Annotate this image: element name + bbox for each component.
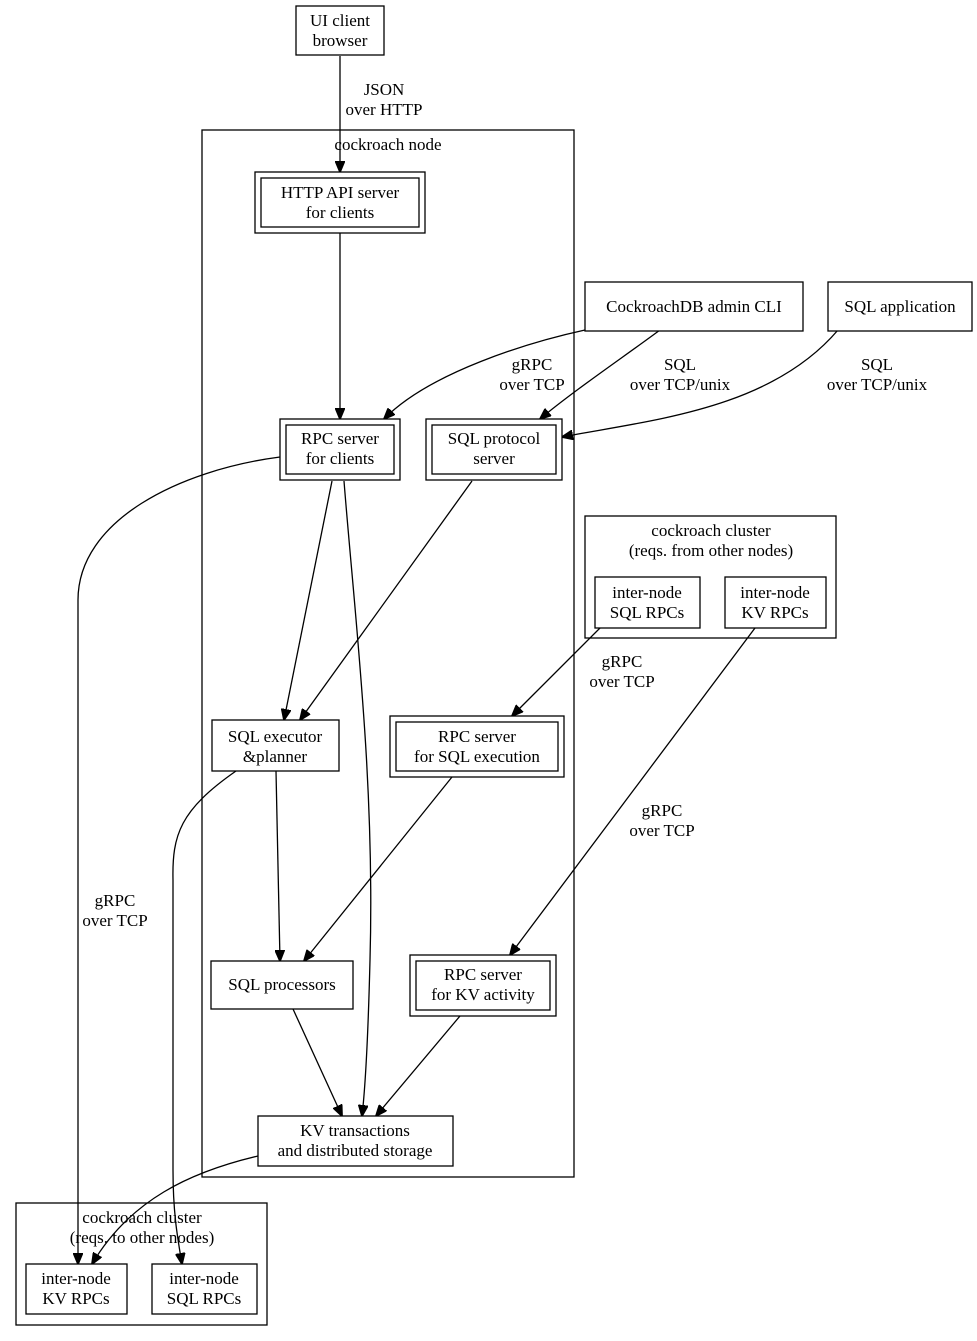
edge-rpc-clients-to-kv xyxy=(343,480,372,1116)
node-sql-application: SQL application xyxy=(827,281,973,332)
node-sql-application-label: SQL application xyxy=(844,297,956,316)
edge-cli-to-sql-protocol xyxy=(540,329,661,419)
cluster-cockroach-node-title: cockroach node xyxy=(334,135,441,154)
edge-rpc-sql-exec-to-processors xyxy=(304,776,453,961)
cluster-incoming-title: cockroach cluster(reqs. from other nodes… xyxy=(629,521,793,560)
node-sql-processors-label: SQL processors xyxy=(228,975,336,994)
edge-in-sql-to-rpc-sql-exec xyxy=(512,627,601,716)
edge-rpc-kv-to-kv xyxy=(376,1015,461,1116)
cluster-incoming-requests: cockroach cluster(reqs. from other nodes… xyxy=(584,515,837,639)
edge-kv-to-out-kv xyxy=(92,1155,259,1264)
cluster-cockroach-node: cockroach node xyxy=(201,129,575,1178)
node-admin-cli: CockroachDB admin CLI xyxy=(584,281,804,332)
edge-processors-to-kv xyxy=(292,1008,342,1116)
node-sql-executor-label: SQL executor&planner xyxy=(228,727,323,766)
node-admin-cli-label: CockroachDB admin CLI xyxy=(606,297,782,316)
cluster-outgoing-title: cockroach cluster(reqs. to other nodes) xyxy=(70,1208,214,1247)
edge-in-kv-to-rpc-kv xyxy=(510,627,756,955)
node-sql-executor: SQL executor&planner xyxy=(211,719,340,772)
edge-app-to-sql-protocol xyxy=(562,329,839,437)
edges xyxy=(78,56,839,1264)
edge-rpc-clients-to-executor xyxy=(284,480,333,720)
edge-executor-to-processors xyxy=(276,770,280,961)
node-sql-processors: SQL processors xyxy=(210,960,354,1010)
edge-rpc-clients-to-out-kv xyxy=(78,456,281,1264)
edge-cli-to-rpc-clients xyxy=(384,329,586,419)
edge-sql-protocol-to-executor xyxy=(300,480,473,720)
edge-executor-to-out-sql xyxy=(172,770,237,1264)
